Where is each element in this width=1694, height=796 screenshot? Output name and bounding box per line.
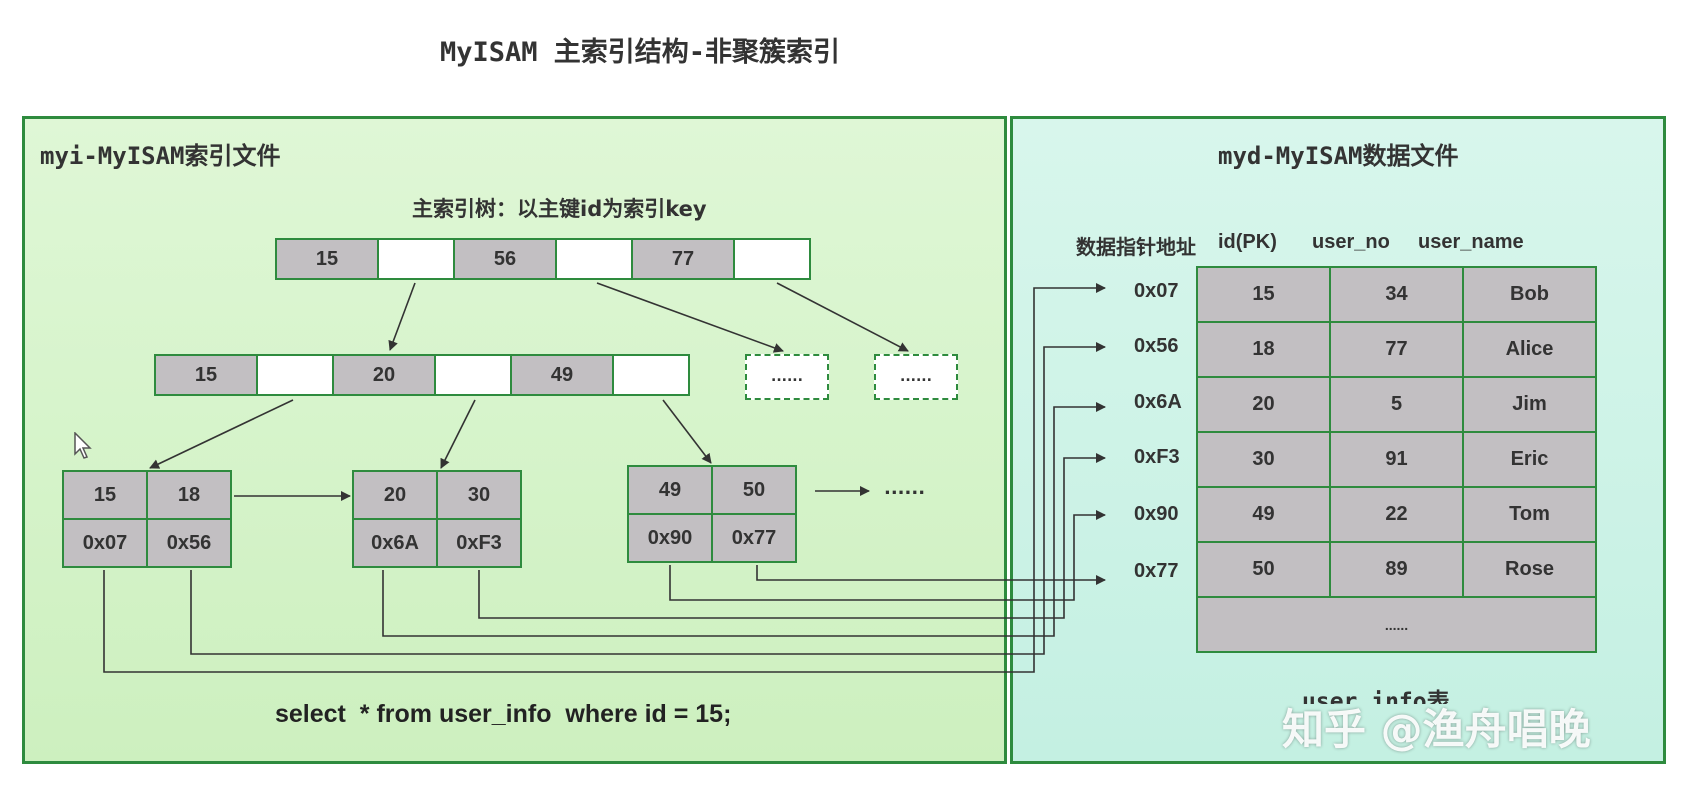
header-user-name: user_name [1418,231,1524,253]
root-key-2: 56 [453,238,557,280]
address-label: 0xF3 [1134,446,1180,468]
leaf-more: ...... [884,478,926,499]
level2-key-1: 15 [154,354,258,396]
header-id: id(PK) [1218,231,1277,253]
cell-id: 49 [1196,486,1331,543]
tree-edge [776,282,909,352]
cell-user-no: 77 [1329,321,1464,378]
leaf-node-1: 15 18 0x07 0x56 [62,470,232,568]
root-ptr-2 [555,238,633,280]
root-ptr-3 [733,238,811,280]
leaf-pointer: 0x6A [352,518,438,568]
level2-node: 15 20 49 [154,354,690,396]
leaf-pointer: 0xF3 [436,518,522,568]
table-row: 49 22 Tom [1196,486,1597,543]
pointer-line-0x77 [756,565,1106,585]
table-row: 18 77 Alice [1196,321,1597,378]
level2-key-3: 49 [510,354,614,396]
leaf-pointer: 0x07 [62,518,148,568]
root-node: 15 56 77 [275,238,811,280]
cell-user-no: 91 [1329,431,1464,488]
header-pointer-address: 数据指针地址 [1076,237,1196,259]
address-label: 0x56 [1134,335,1179,357]
pointer-line-0xF3 [478,453,1106,619]
leaf-pointer: 0x56 [146,518,232,568]
leaf-node-2: 20 30 0x6A 0xF3 [352,470,522,568]
diagram-title: MyISAM 主索引结构-非聚簇索引 [440,37,841,68]
tree-edge [149,399,294,469]
pointer-line-0x6A [382,402,1106,637]
placeholder-node-1: ...... [745,354,829,400]
pointer-line-0x07 [103,283,1106,673]
cell-more: ...... [1196,596,1597,653]
sql-query: select * from user_info where id = 15; [275,700,732,728]
watermark: 知乎 @渔舟唱晚 [1282,705,1591,754]
address-label: 0x07 [1134,280,1179,302]
address-label: 0x90 [1134,503,1179,525]
cell-id: 18 [1196,321,1331,378]
table-label: user_info表 [1302,689,1450,704]
tree-caption: 主索引树：以主键id为索引key [412,197,707,221]
user-info-table: 15 34 Bob 18 77 Alice 20 5 Jim 30 91 Eri… [1196,266,1597,653]
table-row: 20 5 Jim [1196,376,1597,433]
tree-edge [596,282,784,353]
address-label: 0x77 [1134,560,1179,582]
cell-user-name: Jim [1462,376,1597,433]
mouse-cursor-icon [74,432,92,459]
header-user-no: user_no [1312,231,1390,253]
cell-user-no: 5 [1329,376,1464,433]
data-file-title: myd-MyISAM数据文件 [1218,142,1459,170]
level2-ptr-3 [612,354,690,396]
index-file-panel [22,116,1007,764]
level2-key-2: 20 [332,354,436,396]
placeholder-node-2: ...... [874,354,958,400]
table-row-more: ...... [1196,596,1597,653]
cell-id: 15 [1196,266,1331,323]
root-key-1: 15 [275,238,379,280]
tree-edge [440,399,476,469]
address-label: 0x6A [1134,391,1182,413]
cell-user-name: Bob [1462,266,1597,323]
level2-ptr-2 [434,354,512,396]
leaf-key: 49 [627,465,713,515]
tree-edge [388,282,416,351]
tree-edge [662,399,712,464]
pointer-line-0x56 [190,342,1106,655]
leaf-node-3: 49 50 0x90 0x77 [627,465,797,563]
leaf-pointer: 0x77 [711,513,797,563]
pointer-line-0x90 [669,510,1106,601]
index-file-title: myi-MyISAM索引文件 [40,142,281,170]
